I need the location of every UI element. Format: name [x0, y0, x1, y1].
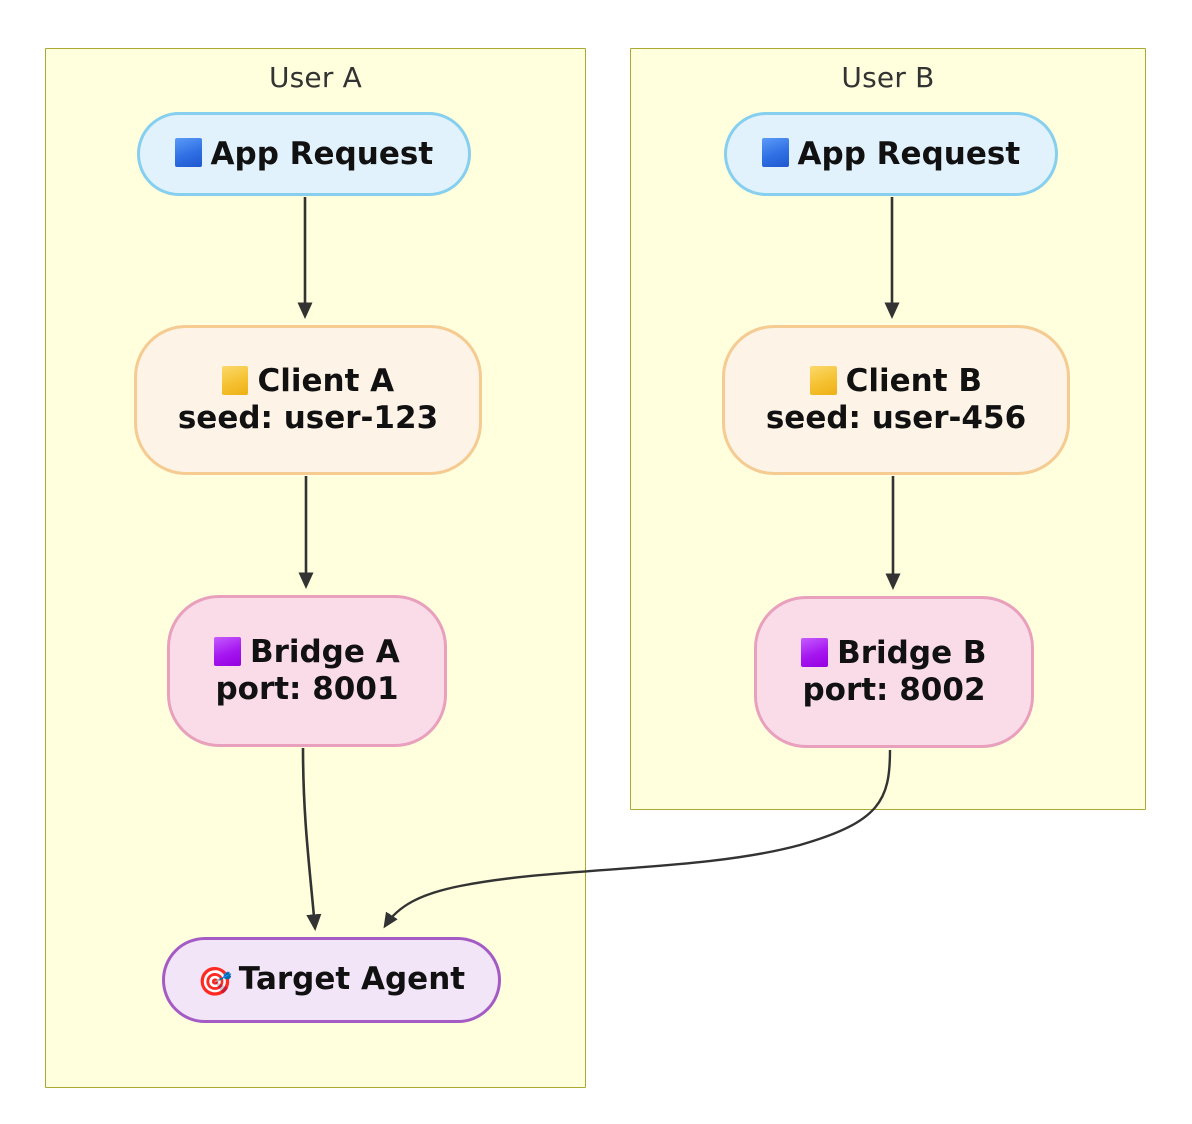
purple-square-icon [801, 638, 829, 667]
node-target-agent-label: Target Agent [238, 961, 466, 998]
subgraph-title-user-a: User A [268, 61, 363, 94]
node-bridge-a[interactable]: Bridge A port: 8001 [167, 595, 447, 747]
yellow-square-icon [221, 366, 249, 395]
node-bridge-a-title-line: Bridge A [214, 634, 400, 671]
blue-square-icon [174, 138, 202, 167]
node-app-request-a-label: App Request [210, 135, 434, 172]
node-client-b-sublabel: seed: user-456 [765, 400, 1027, 436]
node-bridge-b[interactable]: Bridge B port: 8002 [754, 596, 1034, 748]
node-client-a-title-line: Client A [221, 363, 395, 400]
node-app-request-a[interactable]: App Request [137, 112, 471, 196]
subgraph-user-a: User A [45, 48, 586, 1088]
dart-target-icon: 🎯 [197, 965, 233, 999]
node-app-request-b[interactable]: App Request [724, 112, 1058, 196]
node-app-request-a-line: App Request [174, 135, 434, 173]
node-bridge-a-sublabel: port: 8001 [215, 671, 399, 707]
blue-square-icon [761, 138, 789, 167]
node-app-request-b-label: App Request [797, 135, 1021, 172]
node-bridge-b-sublabel: port: 8002 [802, 672, 986, 708]
node-target-agent-line: 🎯Target Agent [198, 961, 465, 998]
node-app-request-b-line: App Request [761, 135, 1021, 173]
subgraph-title-user-b: User B [841, 61, 935, 94]
node-target-agent[interactable]: 🎯Target Agent [162, 937, 501, 1023]
yellow-square-icon [810, 366, 837, 395]
node-bridge-a-label: Bridge A [249, 634, 400, 671]
node-client-a[interactable]: Client A seed: user-123 [134, 325, 482, 475]
node-client-b[interactable]: Client B seed: user-456 [722, 325, 1070, 475]
node-client-a-sublabel: seed: user-123 [177, 400, 439, 436]
node-bridge-b-title-line: Bridge B [801, 635, 987, 672]
node-bridge-b-label: Bridge B [837, 635, 987, 672]
node-client-b-title-line: Client B [810, 363, 982, 400]
node-client-b-label: Client B [845, 363, 982, 400]
node-client-a-label: Client A [257, 363, 395, 400]
purple-square-icon [214, 637, 241, 666]
